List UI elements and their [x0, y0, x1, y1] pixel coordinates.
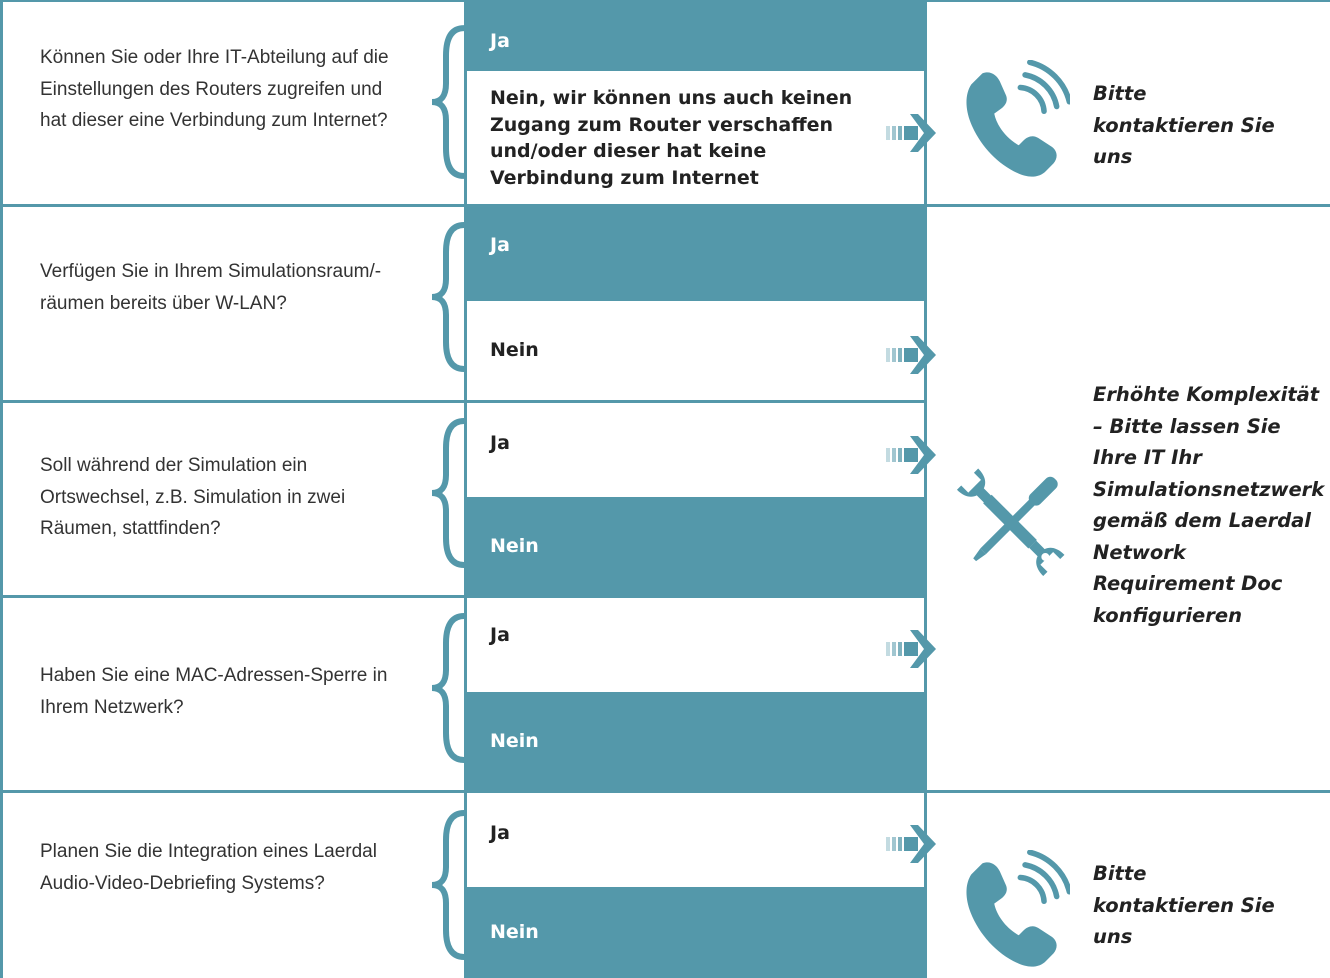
- curly-brace: [428, 613, 468, 763]
- question-mac-filter: Haben Sie eine MAC-Adressen-Sperre in Ih…: [40, 665, 388, 718]
- row-divider-2: [0, 400, 927, 403]
- answer-no: Nein: [467, 692, 924, 790]
- answer-yes: Ja: [467, 0, 924, 71]
- curly-brace: [428, 25, 468, 179]
- question-wlan: Verfügen Sie in Ihrem Simulationsraum/-r…: [40, 261, 382, 314]
- row-divider-1: [0, 204, 1330, 207]
- question-debriefing-system: Planen Sie die Integration eines Laerdal…: [40, 841, 377, 894]
- result-increased-complexity: Erhöhte Komplexität – Bitte lassen Sie I…: [1093, 383, 1325, 627]
- result-contact-us: Bitte kontaktieren Sie uns: [1093, 82, 1275, 168]
- curly-brace: [428, 222, 468, 372]
- answer-no: Nein: [467, 301, 924, 400]
- phone-call-icon: [958, 60, 1070, 180]
- answer-yes: Ja: [467, 598, 924, 692]
- question-router-access: Können Sie oder Ihre IT-Abteilung auf di…: [40, 47, 389, 131]
- arrow-right-icon: [886, 433, 938, 477]
- arrow-right-icon: [886, 333, 938, 377]
- wrench-screwdriver-icon: [956, 468, 1065, 577]
- curly-brace: [428, 810, 468, 960]
- row-divider-4: [0, 790, 1330, 793]
- answer-column-left-border: [464, 0, 467, 978]
- arrow-right-icon: [886, 111, 938, 155]
- question-location-change: Soll während der Simulation ein Ortswech…: [40, 455, 346, 539]
- curly-brace: [428, 418, 468, 568]
- answer-yes: Ja: [467, 207, 924, 301]
- phone-call-icon: [958, 850, 1070, 970]
- right-column-divider: [924, 0, 927, 978]
- left-border: [0, 0, 3, 978]
- arrow-right-icon: [886, 627, 938, 671]
- row-divider-3: [0, 595, 927, 598]
- result-contact-us: Bitte kontaktieren Sie uns: [1093, 862, 1275, 948]
- arrow-right-icon: [886, 822, 938, 866]
- answer-yes: Ja: [467, 793, 924, 887]
- answer-no: Nein: [467, 887, 924, 978]
- answer-no: Nein, wir können uns auch keinen Zugang …: [467, 73, 924, 203]
- answer-yes: Ja: [467, 403, 924, 497]
- answer-no: Nein: [467, 497, 924, 595]
